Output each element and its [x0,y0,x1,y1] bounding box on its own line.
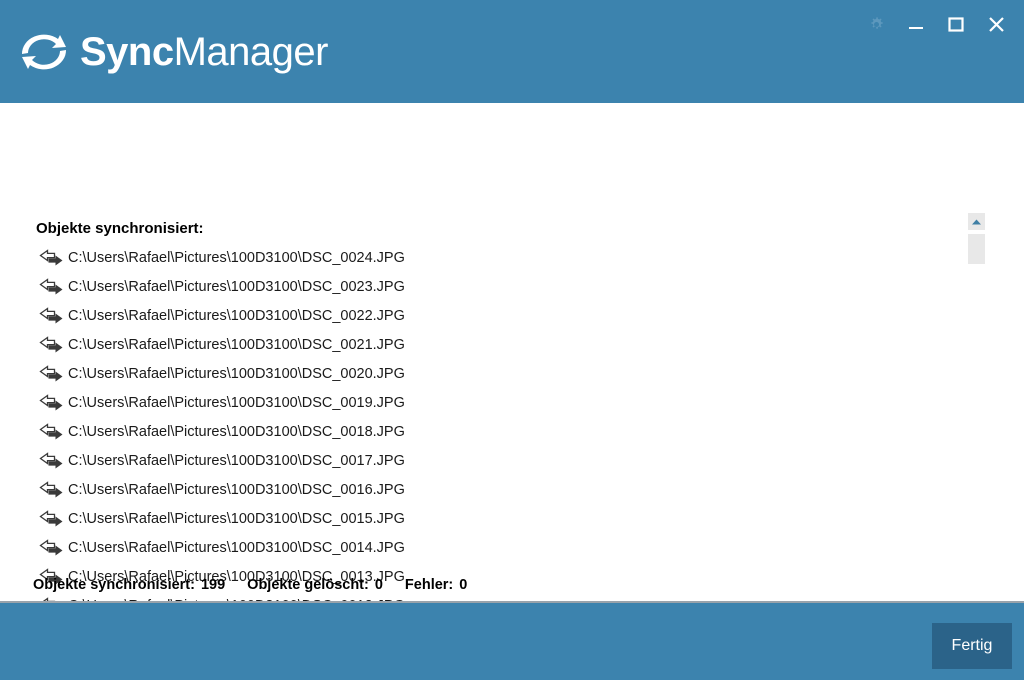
sync-two-arrows-icon [39,364,63,381]
window-controls [856,8,1016,40]
sync-two-arrows-icon [39,509,63,526]
list-item-path: C:\Users\Rafael\Pictures\100D3100\DSC_00… [68,481,405,498]
list-item[interactable]: C:\Users\Rafael\Pictures\100D3100\DSC_00… [0,388,966,417]
list-item-path: C:\Users\Rafael\Pictures\100D3100\DSC_00… [68,278,405,295]
close-button[interactable] [976,8,1016,40]
list-item[interactable]: C:\Users\Rafael\Pictures\100D3100\DSC_00… [0,504,966,533]
sync-log-panel: Objekte synchronisiert: C:\Users\Rafael\… [0,103,1024,601]
list-item-path: C:\Users\Rafael\Pictures\100D3100\DSC_00… [68,598,405,602]
maximize-button[interactable] [936,8,976,40]
minimize-icon [909,27,923,29]
status-errors-value: 0 [459,577,468,593]
sync-circular-arrows-icon [21,34,67,69]
gear-icon [870,16,883,29]
list-item-path: C:\Users\Rafael\Pictures\100D3100\DSC_00… [68,249,405,266]
settings-button[interactable] [856,8,896,40]
footer-bar: Fertig [0,601,1024,680]
list-item-path: C:\Users\Rafael\Pictures\100D3100\DSC_00… [68,394,405,411]
sync-item-list[interactable]: C:\Users\Rafael\Pictures\100D3100\DSC_00… [0,243,966,601]
sync-two-arrows-icon [39,393,63,410]
status-errors: Fehler: 0 [405,577,467,593]
scrollbar-thumb[interactable] [968,234,985,264]
status-synced-value: 199 [200,577,226,593]
sync-two-arrows-icon [39,451,63,468]
sync-two-arrows-icon [39,567,63,584]
list-item[interactable]: C:\Users\Rafael\Pictures\100D3100\DSC_00… [0,533,966,562]
title-bar: SyncManager [0,0,1024,103]
scroll-up-button[interactable] [968,213,985,230]
close-icon [988,16,1004,32]
app-title: SyncManager [80,32,328,72]
list-scrollbar[interactable] [968,213,985,601]
scrollbar-track[interactable] [968,230,985,601]
sync-two-arrows-icon [39,538,63,555]
list-item[interactable]: C:\Users\Rafael\Pictures\100D3100\DSC_00… [0,475,966,504]
list-item-path: C:\Users\Rafael\Pictures\100D3100\DSC_00… [68,423,405,440]
list-item[interactable]: C:\Users\Rafael\Pictures\100D3100\DSC_00… [0,591,966,601]
chevron-up-icon [972,219,981,224]
sync-two-arrows-icon [39,277,63,294]
done-button[interactable]: Fertig [932,622,1012,669]
list-item-path: C:\Users\Rafael\Pictures\100D3100\DSC_00… [68,452,405,469]
list-item[interactable]: C:\Users\Rafael\Pictures\100D3100\DSC_00… [0,446,966,475]
list-item-path: C:\Users\Rafael\Pictures\100D3100\DSC_00… [68,510,405,527]
list-item[interactable]: C:\Users\Rafael\Pictures\100D3100\DSC_00… [0,330,966,359]
status-errors-label: Fehler: [404,577,454,593]
maximize-icon [948,17,964,32]
minimize-button[interactable] [896,8,936,40]
list-item-path: C:\Users\Rafael\Pictures\100D3100\DSC_00… [68,539,405,556]
list-item-path: C:\Users\Rafael\Pictures\100D3100\DSC_00… [68,307,405,324]
list-item-path: C:\Users\Rafael\Pictures\100D3100\DSC_00… [68,568,405,585]
list-item-path: C:\Users\Rafael\Pictures\100D3100\DSC_00… [68,365,405,382]
list-item[interactable]: C:\Users\Rafael\Pictures\100D3100\DSC_00… [0,417,966,446]
list-item[interactable]: C:\Users\Rafael\Pictures\100D3100\DSC_00… [0,359,966,388]
list-heading: Objekte synchronisiert: [36,220,204,237]
sync-two-arrows-icon [39,335,63,352]
brand-light: Manager [173,29,329,74]
list-item[interactable]: C:\Users\Rafael\Pictures\100D3100\DSC_00… [0,562,966,591]
sync-two-arrows-icon [39,248,63,265]
status-deleted-label: Objekte gelöscht: [247,577,369,593]
list-item[interactable]: C:\Users\Rafael\Pictures\100D3100\DSC_00… [0,301,966,330]
sync-two-arrows-icon [42,596,56,601]
brand-strong: Sync [80,29,174,74]
sync-two-arrows-icon [39,480,63,497]
list-item-path: C:\Users\Rafael\Pictures\100D3100\DSC_00… [68,336,405,353]
status-summary: Objekte synchronisiert: 199 Objekte gelös… [33,577,489,593]
sync-two-arrows-icon [39,306,63,323]
status-synced-label: Objekte synchronisiert: [33,577,195,593]
list-item[interactable]: C:\Users\Rafael\Pictures\100D3100\DSC_00… [0,272,966,301]
status-deleted-value: 0 [374,577,383,593]
app-brand: SyncManager [18,29,328,75]
sync-two-arrows-icon [39,422,63,439]
status-deleted: Objekte gelöscht: 0 [247,577,383,593]
status-synced: Objekte synchronisiert: 199 [33,577,225,593]
list-item[interactable]: C:\Users\Rafael\Pictures\100D3100\DSC_00… [0,243,966,272]
